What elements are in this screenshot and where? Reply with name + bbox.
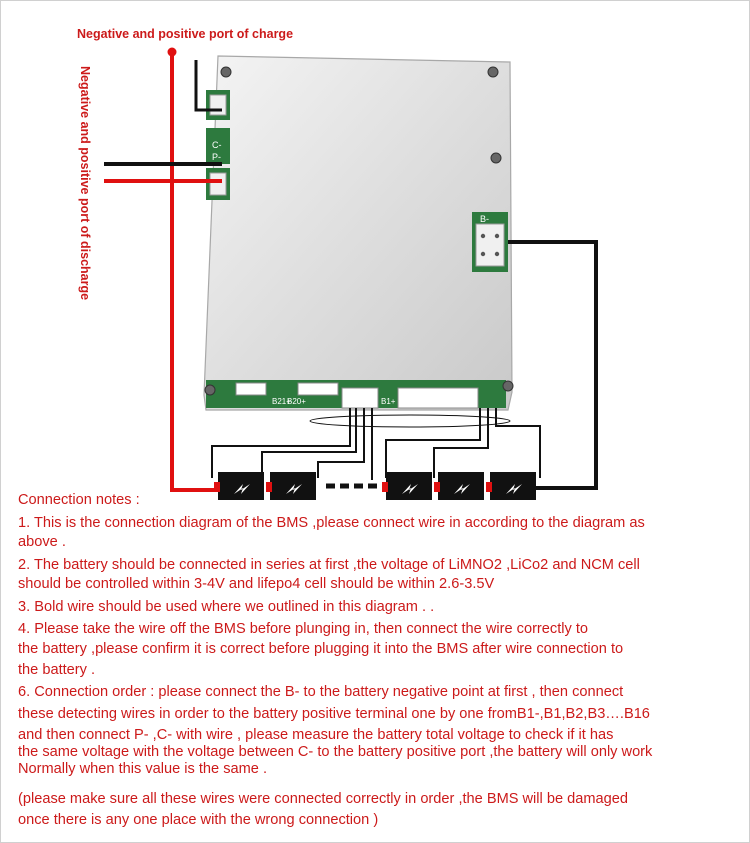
bms-wiring-diagram: C- P- B- B21+ B20+ B1+ — [104, 47, 598, 500]
bms-board: C- P- B- B21+ B20+ B1+ — [203, 55, 514, 411]
lightning-icon — [234, 484, 250, 494]
balance-wire-5 — [385, 408, 481, 478]
port-pad-b-minus: B- — [472, 212, 508, 272]
note-line: 2. The battery should be connected in se… — [18, 557, 640, 573]
note-line: 6. Connection order : please connect the… — [18, 684, 624, 700]
battery-cell — [214, 472, 264, 500]
note-line: above . — [18, 534, 66, 550]
note-line: the battery . — [18, 662, 96, 678]
battery-cell — [382, 472, 432, 500]
note-line: the battery ,please confirm it is correc… — [18, 641, 624, 657]
port-label-c: C- — [212, 140, 222, 150]
note-line: and then connect P- ,C- with wire , plea… — [18, 727, 614, 743]
balance-wire-1 — [211, 408, 351, 478]
lightning-icon — [286, 484, 302, 494]
battery-cell — [486, 472, 536, 500]
note-line: Normally when this value is the same . — [18, 761, 268, 777]
port-label-b: B- — [480, 214, 489, 224]
note-line: 3. Bold wire should be used where we out… — [18, 599, 435, 615]
wire-bundle-ring — [309, 414, 511, 428]
balance-connectors: B21+ B20+ B1+ — [235, 382, 479, 409]
discharge-port-label: Negative and positive port of discharge — [78, 66, 92, 301]
screw-top-left — [220, 66, 232, 78]
balance-wire-7 — [495, 408, 541, 478]
screw-bottom-left — [204, 384, 216, 396]
battery-cell — [434, 472, 484, 500]
b-minus-wire — [508, 240, 598, 490]
note-line: the same voltage with the voltage betwee… — [18, 744, 653, 760]
wires — [104, 47, 598, 492]
port-label-p: P- — [212, 152, 221, 162]
note-line: should be controlled within 3-4V and lif… — [18, 576, 495, 592]
balance-wire-6 — [433, 408, 489, 478]
balance-wire-2 — [261, 408, 357, 478]
connector-label-b20: B20+ — [287, 397, 306, 406]
charge-wire-red-end — [167, 47, 177, 57]
lightning-icon — [506, 484, 522, 494]
lightning-icon — [402, 484, 418, 494]
note-line: once there is any one place with the wro… — [18, 812, 379, 828]
connector-small-1 — [235, 382, 267, 396]
screw-bottom-right — [502, 380, 514, 392]
note-line: 4. Please take the wire off the BMS befo… — [18, 621, 589, 637]
note-line: (please make sure all these wires were c… — [18, 791, 628, 807]
screw-mid-right — [490, 152, 502, 164]
connector-small-2 — [297, 382, 339, 396]
screw-top-right — [487, 66, 499, 78]
connector-b16 — [397, 387, 479, 409]
balance-wire-3 — [317, 408, 365, 478]
lightning-icon — [454, 484, 470, 494]
note-line: these detecting wires in order to the ba… — [18, 706, 650, 722]
port-pads-left: C- P- — [206, 90, 230, 200]
charge-port-label: Negative and positive port of charge — [77, 27, 294, 41]
note-line: 1. This is the connection diagram of the… — [18, 515, 645, 531]
notes-heading: Connection notes : — [18, 492, 140, 508]
battery-row — [214, 472, 536, 500]
connector-label-b1: B1+ — [381, 397, 396, 406]
connector-label-b21: B21+ — [272, 397, 291, 406]
charge-wire-red — [170, 52, 216, 492]
connector-b1 — [341, 387, 379, 409]
charge-wire-black — [194, 60, 222, 112]
battery-cell — [266, 472, 316, 500]
